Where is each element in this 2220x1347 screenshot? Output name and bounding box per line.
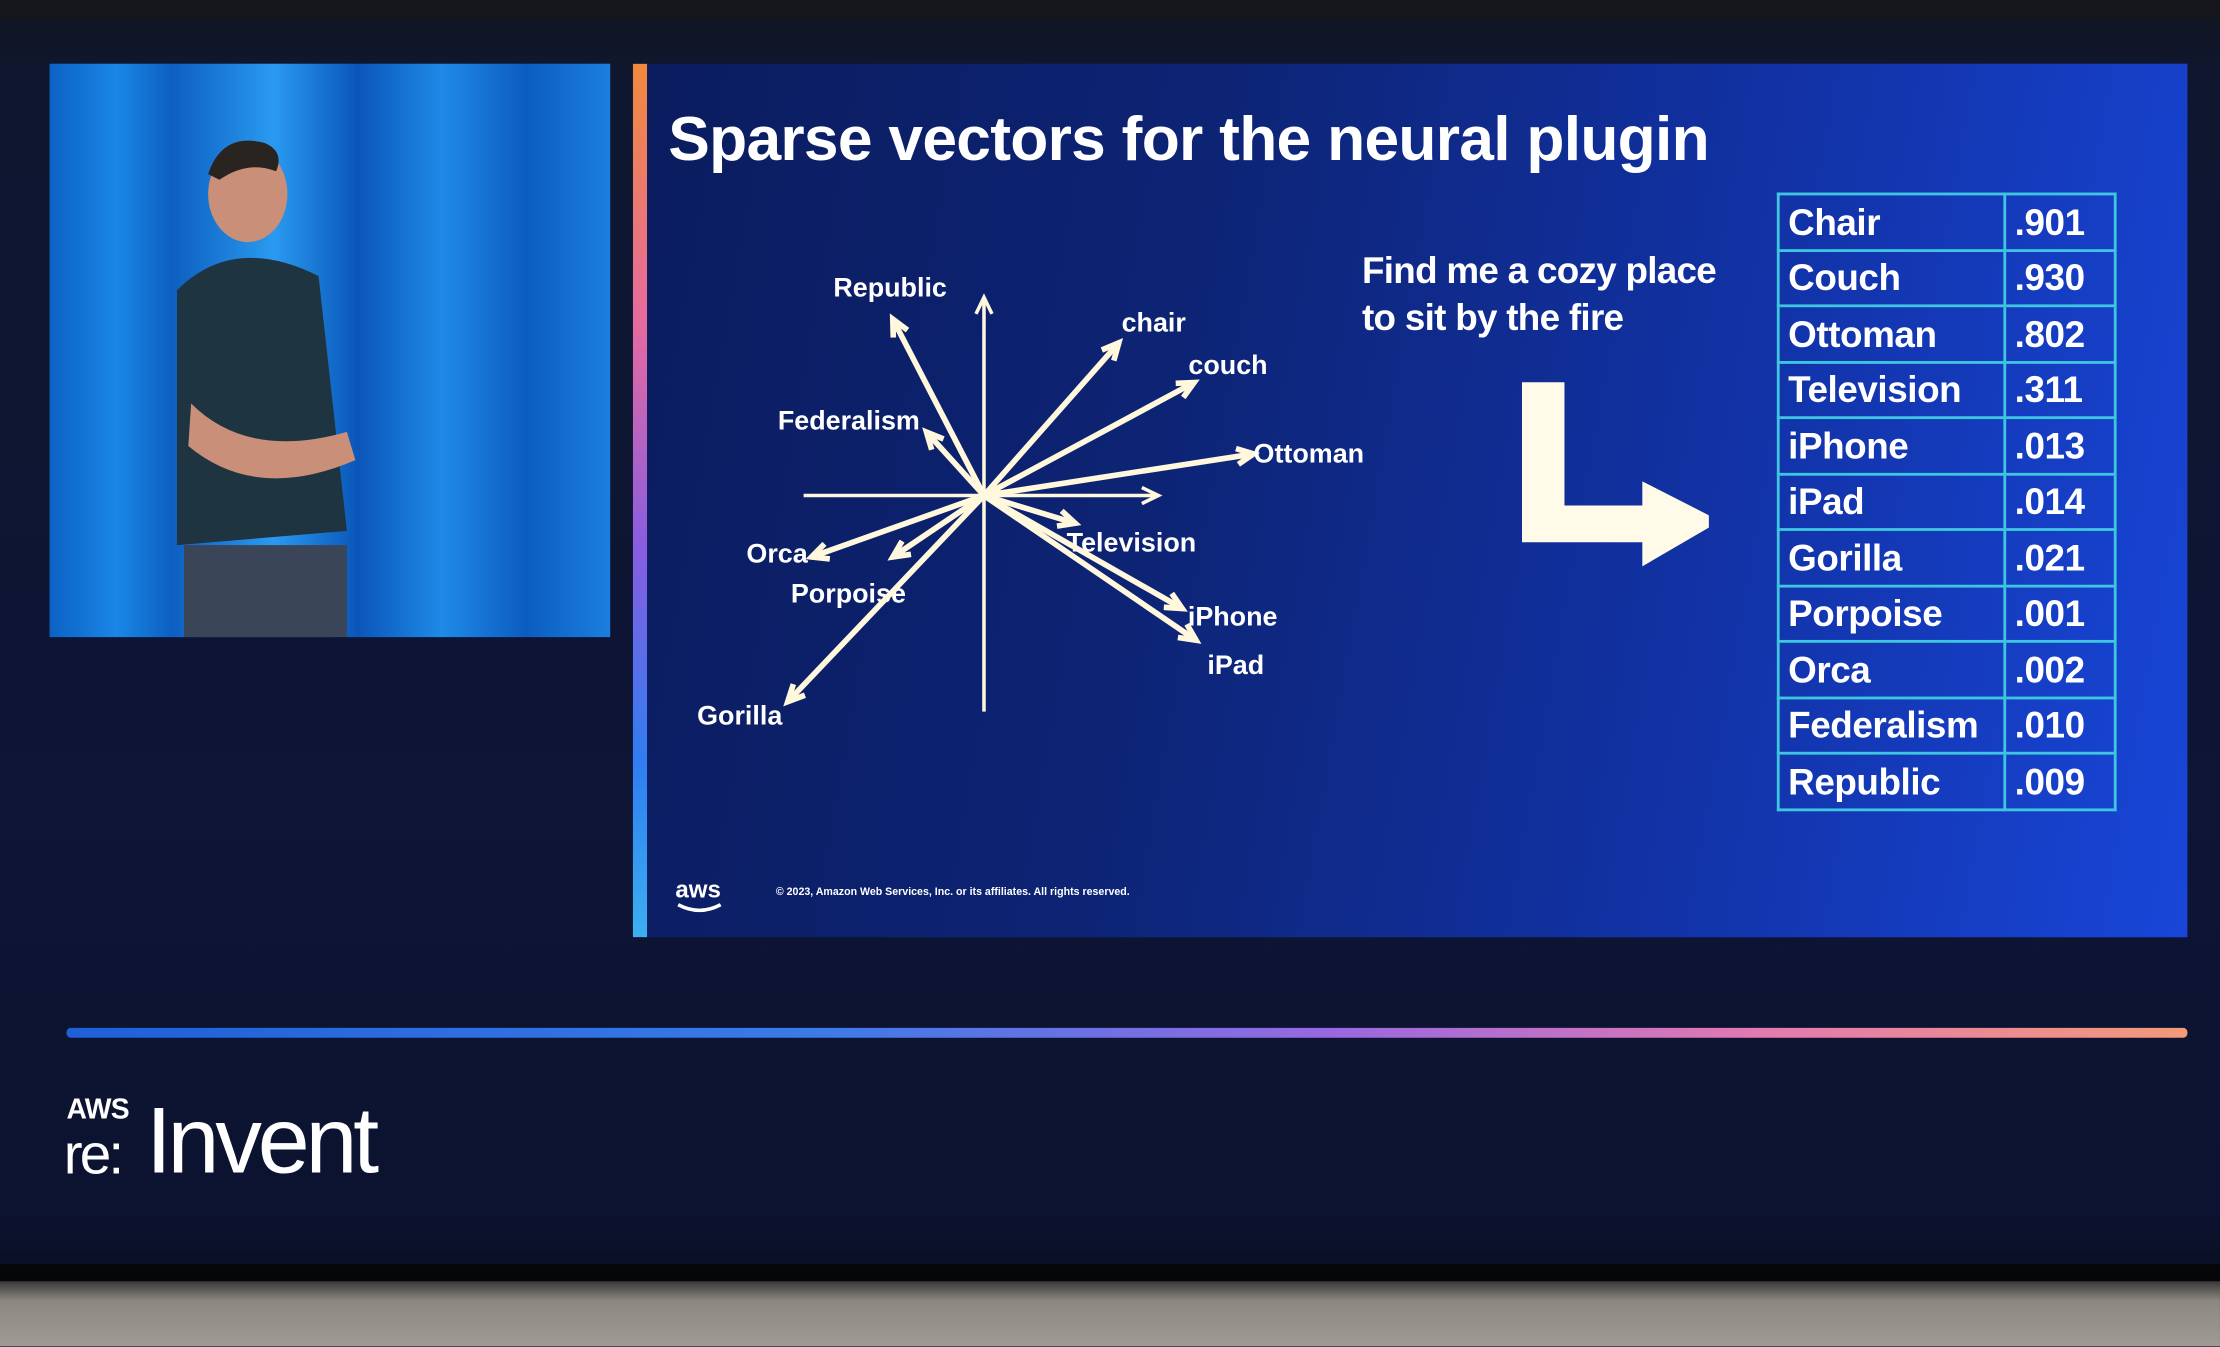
gradient-divider <box>66 1027 2188 1038</box>
axis-y-up <box>974 293 994 496</box>
weight-cell: .802 <box>2003 304 2117 364</box>
vector-label: Federalism <box>778 405 920 435</box>
vector-arrow-iphone <box>982 493 1188 612</box>
speaker-figure <box>176 140 356 638</box>
presentation-slide: Sparse vectors for the neural plugin Rep… <box>632 63 2188 938</box>
copyright-text: © 2023, Amazon Web Services, Inc. or its… <box>775 884 1130 898</box>
vector-arrow-ottoman <box>983 445 1260 499</box>
table-row: Orca.002 <box>1776 639 2117 699</box>
tv-bezel-top <box>0 0 2220 20</box>
vector-arrow-orca <box>805 492 985 562</box>
term-cell: Chair <box>1776 192 2007 252</box>
tv-bezel-bottom <box>0 1264 2220 1282</box>
term-cell: Porpoise <box>1776 584 2007 643</box>
vector-label: Orca <box>746 539 808 569</box>
vector-label: iPad <box>1207 650 1264 680</box>
weight-cell: .901 <box>2003 192 2117 252</box>
vector-label: chair <box>1122 308 1187 338</box>
term-cell: iPhone <box>1776 416 2007 475</box>
weight-cell: .014 <box>2003 472 2117 531</box>
table-row: Federalism.010 <box>1776 695 2117 755</box>
vector-label: Porpoise <box>791 578 906 608</box>
query-line: Find me a cozy place <box>1361 249 1717 292</box>
vector-arrow-ipad <box>982 493 1202 644</box>
speaker-video <box>49 63 611 638</box>
table-row: Couch.930 <box>1776 248 2117 308</box>
vector-label: iPhone <box>1188 602 1278 632</box>
vector-arrow-porpoise <box>887 493 986 561</box>
table-row: Chair.901 <box>1776 192 2117 252</box>
table-row: Porpoise.001 <box>1776 584 2117 643</box>
slide-title: Sparse vectors for the neural plugin <box>668 104 1709 175</box>
term-cell: Republic <box>1776 751 2007 811</box>
axis-x-right <box>983 485 1163 506</box>
turn-right-arrow-icon <box>1521 382 1709 567</box>
table-row: Republic.009 <box>1776 751 2117 811</box>
weight-cell: .010 <box>2003 695 2117 755</box>
vector-arrow-television <box>983 492 1082 529</box>
table-row: iPhone.013 <box>1776 416 2117 475</box>
weight-cell: .013 <box>2003 416 2117 475</box>
vector-arrow-chair <box>981 338 1124 498</box>
table-row: iPad.014 <box>1776 472 2117 531</box>
term-cell: iPad <box>1776 472 2007 531</box>
aws-logo: aws <box>675 878 722 913</box>
vector-diagram: Republic chaircouchFederalismOttomanOrcaP… <box>697 272 1365 730</box>
slide-accent-bar <box>632 63 648 938</box>
vector-arrow-federalism <box>922 427 987 498</box>
vector-arrow-couch <box>982 379 1200 499</box>
vector-label: Ottoman <box>1254 438 1365 468</box>
weight-cell: .930 <box>2003 248 2117 308</box>
query-line: to sit by the fire <box>1361 295 1624 339</box>
term-cell: Federalism <box>1776 695 2007 755</box>
term-cell: Television <box>1776 360 2007 420</box>
term-cell: Ottoman <box>1776 304 2007 364</box>
term-cell: Orca <box>1776 639 2007 699</box>
wall-below-screen <box>0 1281 2220 1347</box>
weight-cell: .001 <box>2003 584 2117 643</box>
vector-label: couch <box>1188 350 1267 380</box>
vector-arrow-gorilla <box>783 493 987 707</box>
term-cell: Couch <box>1776 248 2007 308</box>
vector-label: Republic <box>833 272 947 302</box>
term-cell: Gorilla <box>1776 528 2007 587</box>
table-row: Television.311 <box>1776 360 2117 420</box>
weight-cell: .311 <box>2003 360 2117 420</box>
query-text: Find me a cozy place to sit by the fire <box>1361 248 1717 341</box>
table-row: Ottoman.802 <box>1776 304 2117 364</box>
table-row: Gorilla.021 <box>1776 528 2117 587</box>
weight-cell: .021 <box>2003 528 2117 587</box>
vector-arrow-republic <box>889 313 987 497</box>
weight-cell: .009 <box>2003 751 2117 811</box>
weight-cell: .002 <box>2003 639 2117 699</box>
vector-label: Gorilla <box>697 700 783 730</box>
